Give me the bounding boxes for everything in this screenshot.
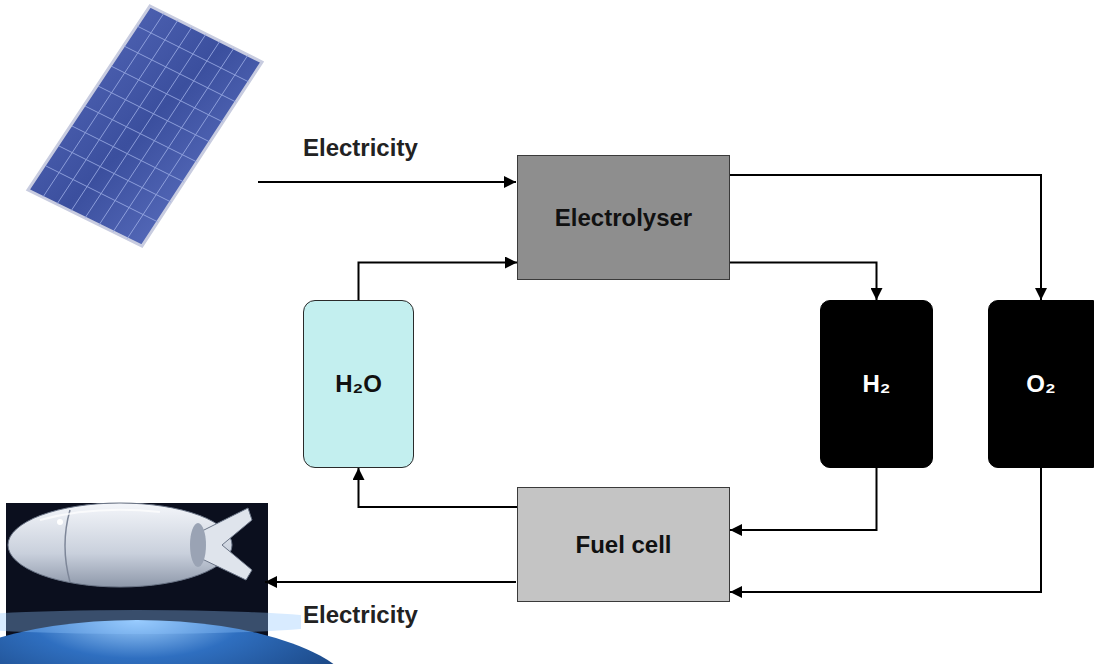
flow-arrow <box>359 263 518 301</box>
airship-picture <box>0 503 357 664</box>
node-label: O₂ <box>1026 370 1055 398</box>
flow-arrow <box>730 468 1041 592</box>
process-box: Fuel cell <box>517 487 730 602</box>
node-label: H₂O <box>335 370 382 398</box>
flow-arrow <box>730 175 1041 300</box>
flow-arrow <box>730 468 877 530</box>
flow-arrow <box>359 468 518 507</box>
process-box: Electrolyser <box>517 155 730 280</box>
tank-box: H₂O <box>303 300 414 468</box>
flow-arrow <box>730 263 877 301</box>
solar-panel <box>28 6 262 246</box>
node-label: Fuel cell <box>575 531 671 559</box>
electricity-out-arrow <box>265 581 516 583</box>
flow-label: Electricity <box>301 134 420 162</box>
electricity-in-arrow <box>258 181 516 183</box>
tank-box: H₂ <box>820 300 933 468</box>
flow-label: Electricity <box>301 601 420 629</box>
node-label: Electrolyser <box>555 204 692 232</box>
node-label: H₂ <box>863 370 891 398</box>
tank-box: O₂ <box>988 300 1094 468</box>
